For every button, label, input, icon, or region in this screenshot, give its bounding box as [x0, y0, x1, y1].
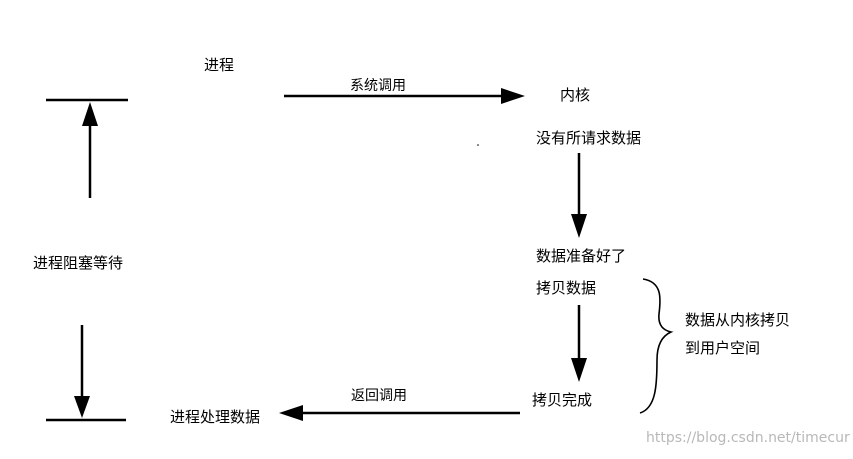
kernel-down-arrow-2 [571, 305, 587, 382]
syscall-label: 系统调用 [350, 78, 406, 94]
data-ready-label: 数据准备好了 [536, 247, 627, 265]
dot-artifact [477, 144, 479, 146]
return-call-label: 返回调用 [351, 388, 407, 404]
curly-brace [639, 278, 674, 414]
kernel-down-arrow-1 [571, 153, 587, 238]
process-label: 进程 [204, 56, 235, 74]
up-arrow [82, 102, 98, 198]
return-arrow [279, 405, 520, 421]
kernel-label: 内核 [560, 86, 591, 104]
process-data-label: 进程处理数据 [170, 408, 261, 426]
watermark-text: https://blog.csdn.net/timecur [646, 430, 850, 446]
copy-note-line1: 数据从内核拷贝 [685, 311, 791, 329]
copy-done-label: 拷贝完成 [532, 391, 593, 409]
syscall-arrow [284, 88, 525, 104]
copy-note-line2: 到用户空间 [685, 339, 761, 357]
no-data-label: 没有所请求数据 [536, 129, 642, 147]
blocked-wait-label: 进程阻塞等待 [33, 254, 124, 272]
down-arrow-left [74, 325, 90, 418]
copy-data-label: 拷贝数据 [536, 279, 597, 297]
